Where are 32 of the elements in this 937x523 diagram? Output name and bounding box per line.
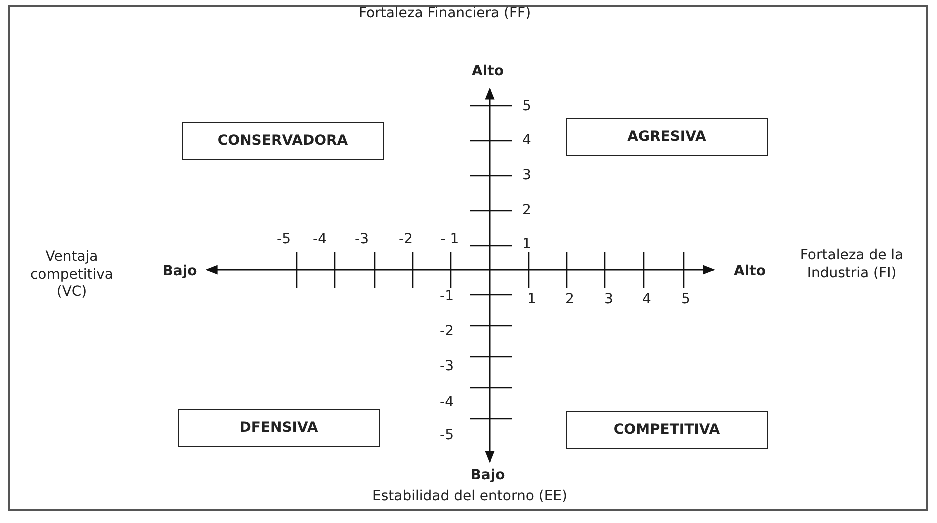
quadrant-box: AGRESIVA (566, 118, 768, 156)
tick-label: -3 (355, 231, 369, 249)
tick-label: -2 (399, 231, 413, 249)
axis-title: Estabilidad del entorno (EE) (372, 488, 568, 506)
axis-title: Ventaja competitiva (VC) (29, 248, 115, 302)
tick-label: 3 (522, 167, 532, 185)
tick-label: -5 (440, 427, 454, 445)
tick-label: 5 (522, 98, 532, 116)
quadrant-box: CONSERVADORA (182, 122, 384, 160)
tick-label: -2 (440, 323, 454, 341)
axis-end-label: Alto (472, 63, 504, 81)
tick-label: 2 (522, 202, 532, 220)
tick-label: -4 (440, 394, 454, 412)
tick-label: 3 (604, 291, 614, 309)
axis-end-label: Bajo (470, 467, 506, 485)
tick-label: 4 (522, 132, 532, 150)
tick-label: 1 (528, 291, 536, 309)
axis-title: Fortaleza Financiera (FF) (358, 5, 532, 23)
tick-label: 1 (522, 236, 532, 254)
axis-end-label: Bajo (162, 263, 198, 281)
tick-label: 4 (642, 291, 652, 309)
axis-title: Fortaleza de la Industria (FI) (799, 248, 905, 282)
quadrant-box: COMPETITIVA (566, 411, 768, 449)
tick-label: 2 (566, 291, 574, 309)
tick-label: -1 (440, 288, 454, 306)
tick-label: 5 (682, 291, 690, 309)
tick-label: -5 (277, 231, 291, 249)
tick-label: -3 (440, 358, 454, 376)
axis-end-label: Alto (734, 263, 766, 281)
quadrant-box: DFENSIVA (178, 409, 380, 447)
tick-label: -4 (313, 231, 327, 249)
tick-label: - 1 (440, 231, 460, 249)
